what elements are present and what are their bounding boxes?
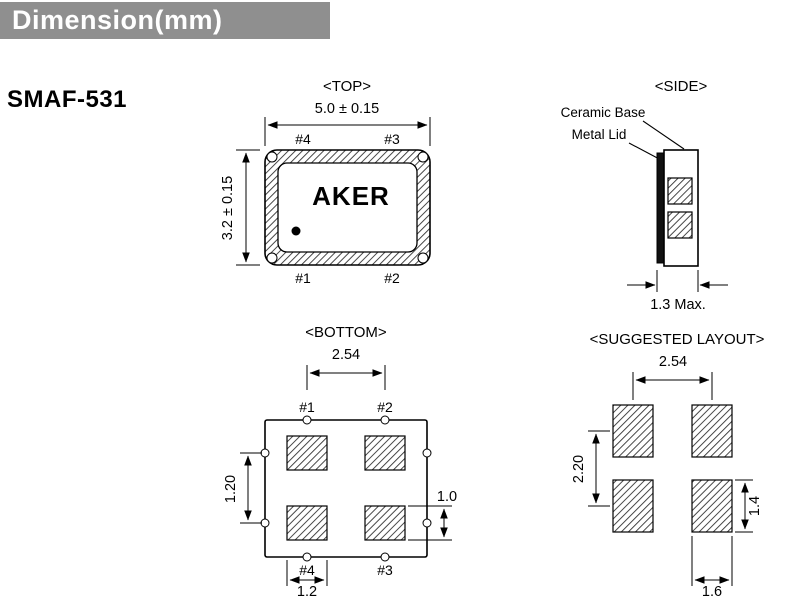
- side-view-title: <SIDE>: [655, 78, 708, 95]
- bottom-pitch-y-text: 1.20: [223, 475, 239, 503]
- top-pin-label-4: #4: [295, 131, 311, 147]
- edge-notch: [302, 552, 312, 562]
- top-height-dimension-text: 3.2 ± 0.15: [220, 176, 236, 240]
- ceramic-base-leader-line: [642, 120, 685, 150]
- bottom-pad-1: [286, 435, 328, 471]
- corner-notch: [266, 252, 278, 264]
- ceramic-base-label: Ceramic Base: [561, 105, 646, 120]
- bottom-pad-3: [364, 505, 406, 541]
- edge-notch: [422, 448, 432, 458]
- header-title: Dimension(mm): [12, 5, 223, 35]
- edge-notch: [260, 448, 270, 458]
- package-lid-face: [277, 162, 418, 253]
- bottom-pad-4: [286, 505, 328, 541]
- part-number: SMAF-531: [7, 86, 128, 113]
- bottom-pad-2: [364, 435, 406, 471]
- dimension-header: Dimension(mm): [0, 2, 330, 39]
- layout-pad: [612, 404, 654, 458]
- top-view-title: <TOP>: [323, 78, 371, 95]
- layout-view-title: <SUGGESTED LAYOUT>: [590, 331, 765, 348]
- corner-notch: [266, 151, 278, 163]
- layout-pad: [691, 479, 733, 533]
- pin1-index-dot: [291, 226, 301, 236]
- brand-text: AKER: [312, 181, 390, 211]
- top-pin-label-3: #3: [384, 131, 400, 147]
- bottom-pitch-x-text: 2.54: [332, 347, 360, 363]
- bottom-pin-label-4: #4: [299, 562, 315, 578]
- layout-pitch-y-text: 2.20: [571, 455, 587, 483]
- corner-notch: [417, 151, 429, 163]
- top-width-dimension-text: 5.0 ± 0.15: [315, 101, 379, 117]
- side-castellation-pad: [667, 177, 693, 205]
- top-pin-label-2: #2: [384, 270, 400, 286]
- corner-notch: [417, 252, 429, 264]
- edge-notch: [422, 518, 432, 528]
- layout-pitch-x-text: 2.54: [659, 354, 687, 370]
- ceramic-base-profile: [663, 149, 699, 267]
- layout-pad-width-text: 1.6: [702, 584, 722, 598]
- top-pin-label-1: #1: [295, 270, 311, 286]
- top-view: <TOP> 5.0 ± 0.15 3.2 ± 0.15 #4 #3 AKER #…: [220, 78, 431, 286]
- bottom-pin-label-3: #3: [377, 562, 393, 578]
- bottom-view: <BOTTOM> 2.54 #1 #2 1.20: [223, 324, 457, 598]
- side-view: <SIDE> Ceramic Base Metal Lid 1.3 Max.: [561, 78, 728, 313]
- thickness-dimension-text: 1.3 Max.: [650, 297, 706, 313]
- edge-notch: [380, 415, 390, 425]
- layout-pad-height-text: 1.4: [747, 496, 763, 516]
- edge-notch: [302, 415, 312, 425]
- metal-lid-label: Metal Lid: [572, 127, 627, 142]
- bottom-pin-label-2: #2: [377, 399, 393, 415]
- metal-lid-profile: [656, 152, 665, 264]
- layout-pad: [612, 479, 654, 533]
- bottom-pad-height-text: 1.0: [437, 489, 457, 505]
- edge-notch: [380, 552, 390, 562]
- bottom-view-title: <BOTTOM>: [305, 324, 387, 341]
- bottom-pad-width-text: 1.2: [297, 584, 317, 598]
- layout-pad: [691, 404, 733, 458]
- suggested-layout-view: <SUGGESTED LAYOUT> 2.54 2.20 1.4 1.6: [571, 331, 765, 598]
- side-castellation-pad: [667, 211, 693, 239]
- edge-notch: [260, 518, 270, 528]
- bottom-pin-label-1: #1: [299, 399, 315, 415]
